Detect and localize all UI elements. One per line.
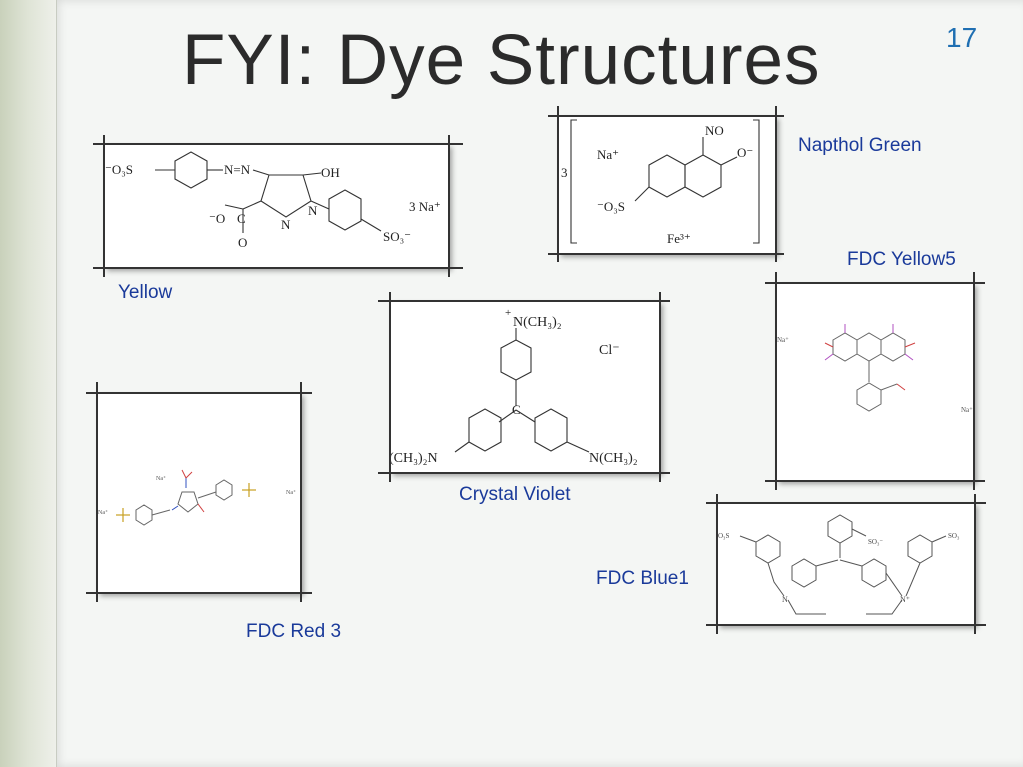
napthol-frame-line-left xyxy=(557,106,559,262)
yellow5-frame-line-bottom xyxy=(765,480,985,482)
napthol-structure-frame: 3 Na⁺ NO O⁻ ⁻O₃S Fe³⁺ xyxy=(557,115,775,253)
blue1-so3-2-label: SO₃⁻ xyxy=(868,538,883,546)
yellow-c-label: C xyxy=(237,211,246,226)
yellow-azo-label: N=N xyxy=(224,162,251,177)
caption-crystal-violet: Crystal Violet xyxy=(459,484,571,505)
blue1-structure-frame: O₃S SO₃⁻ SO₃ N N⁺ xyxy=(716,502,974,624)
caption-yellow: Yellow xyxy=(118,282,173,303)
blue1-so3-1-label: O₃S xyxy=(718,532,729,540)
crystal-violet-structure-diagram: N(CH₃)₂ + Cl⁻ C (CH₃)₂N N(CH₃)₂ xyxy=(389,307,638,466)
yellow-ominus-label: ⁻O xyxy=(209,211,225,226)
slide-number: 17 xyxy=(946,22,978,53)
crystal-n-top-label: N(CH₃)₂ xyxy=(513,315,562,330)
yellow-n1-label: N xyxy=(281,217,291,232)
red3-structure-diagram: Na⁺ Na⁺ Na⁺ xyxy=(98,469,296,526)
napthol-o3s-label: ⁻O₃S xyxy=(597,199,625,214)
red3-frame-line-right xyxy=(300,382,302,602)
crystal-frame-line-bottom xyxy=(378,472,670,474)
blue1-frame-line-left xyxy=(716,494,718,634)
crystal-c-label: C xyxy=(512,402,521,417)
caption-fdc-red3: FDC Red 3 xyxy=(246,621,342,642)
yellow5-frame-line-left xyxy=(775,272,777,490)
red3-na1-label: Na⁺ xyxy=(98,509,108,516)
yellow-n2-label: N xyxy=(308,203,318,218)
napthol-frame-line-bottom xyxy=(548,253,784,255)
yellow-frame-line-bottom xyxy=(93,267,463,269)
yellow-frame-line-left xyxy=(103,135,105,277)
napthol-structure-diagram: 3 Na⁺ NO O⁻ ⁻O₃S Fe³⁺ xyxy=(561,119,760,246)
yellow-frame-line-right xyxy=(448,135,450,277)
slide-title: FYI: Dye Structures xyxy=(182,21,821,100)
caption-fdc-blue1: FDC Blue1 xyxy=(596,568,689,589)
red3-na3-label: Na⁺ xyxy=(286,489,296,496)
caption-napthol-green: Napthol Green xyxy=(798,135,922,156)
blue1-n2-label: N⁺ xyxy=(900,595,910,604)
yellow-so3-label: SO₃⁻ xyxy=(383,229,411,244)
napthol-frame-line-right xyxy=(775,106,777,262)
blue1-frame-line-bottom xyxy=(706,624,986,626)
yellow-o-label: O xyxy=(238,235,247,250)
red3-frame-line-bottom xyxy=(86,592,312,594)
blue1-so3-3-label: SO₃ xyxy=(948,532,960,540)
caption-fdc-yellow5: FDC Yellow5 xyxy=(847,249,956,270)
red3-na2-label: Na⁺ xyxy=(156,475,166,482)
crystal-violet-structure-frame: N(CH₃)₂ + Cl⁻ C (CH₃)₂N N(CH₃)₂ xyxy=(389,300,659,472)
yellow5-structure-diagram: Na⁺ Na⁺ xyxy=(777,324,973,414)
crystal-cl-label: Cl⁻ xyxy=(599,343,620,358)
yellow5-frame-line-right xyxy=(973,272,975,490)
yellow5-na1-label: Na⁺ xyxy=(777,336,789,344)
napthol-no-label: NO xyxy=(705,123,724,138)
yellow5-frame-line-top xyxy=(765,282,985,284)
yellow-frame-line-top xyxy=(93,143,463,145)
blue1-structure-diagram: O₃S SO₃⁻ SO₃ N N⁺ xyxy=(718,514,960,615)
yellow-structure-diagram: ⁻O₃S N=N OH ⁻O C O N N SO₃⁻ 3 Na⁺ xyxy=(105,151,441,250)
notebook-binding xyxy=(0,0,57,767)
blue1-frame-line-top xyxy=(706,502,986,504)
crystal-frame-line-top xyxy=(378,300,670,302)
crystal-frame-line-right xyxy=(659,292,661,482)
red3-frame-line-top xyxy=(86,392,312,394)
napthol-three-label: 3 xyxy=(561,165,568,180)
napthol-ominus-label: O⁻ xyxy=(737,145,753,160)
blue1-n1-label: N xyxy=(782,595,788,604)
red3-structure-frame: Na⁺ Na⁺ Na⁺ xyxy=(96,392,300,592)
crystal-frame-line-left xyxy=(389,292,391,482)
yellow-oh-label: OH xyxy=(321,165,340,180)
yellow-structure-frame: ⁻O₃S N=N OH ⁻O C O N N SO₃⁻ 3 Na⁺ xyxy=(103,143,448,267)
crystal-plus-label: + xyxy=(505,307,511,319)
napthol-frame-line-top xyxy=(548,115,784,117)
yellow-na-label: 3 Na⁺ xyxy=(409,199,441,214)
yellow-o3s-label: ⁻O₃S xyxy=(105,162,133,177)
yellow5-na2-label: Na⁺ xyxy=(961,406,973,414)
red3-frame-line-left xyxy=(96,382,98,602)
blue1-frame-line-right xyxy=(974,494,976,634)
yellow5-structure-frame: Na⁺ Na⁺ xyxy=(775,282,973,480)
napthol-fe-label: Fe³⁺ xyxy=(667,231,691,246)
napthol-na-label: Na⁺ xyxy=(597,147,619,162)
crystal-n-left-label: (CH₃)₂N xyxy=(389,451,438,466)
crystal-n-right-label: N(CH₃)₂ xyxy=(589,451,638,466)
